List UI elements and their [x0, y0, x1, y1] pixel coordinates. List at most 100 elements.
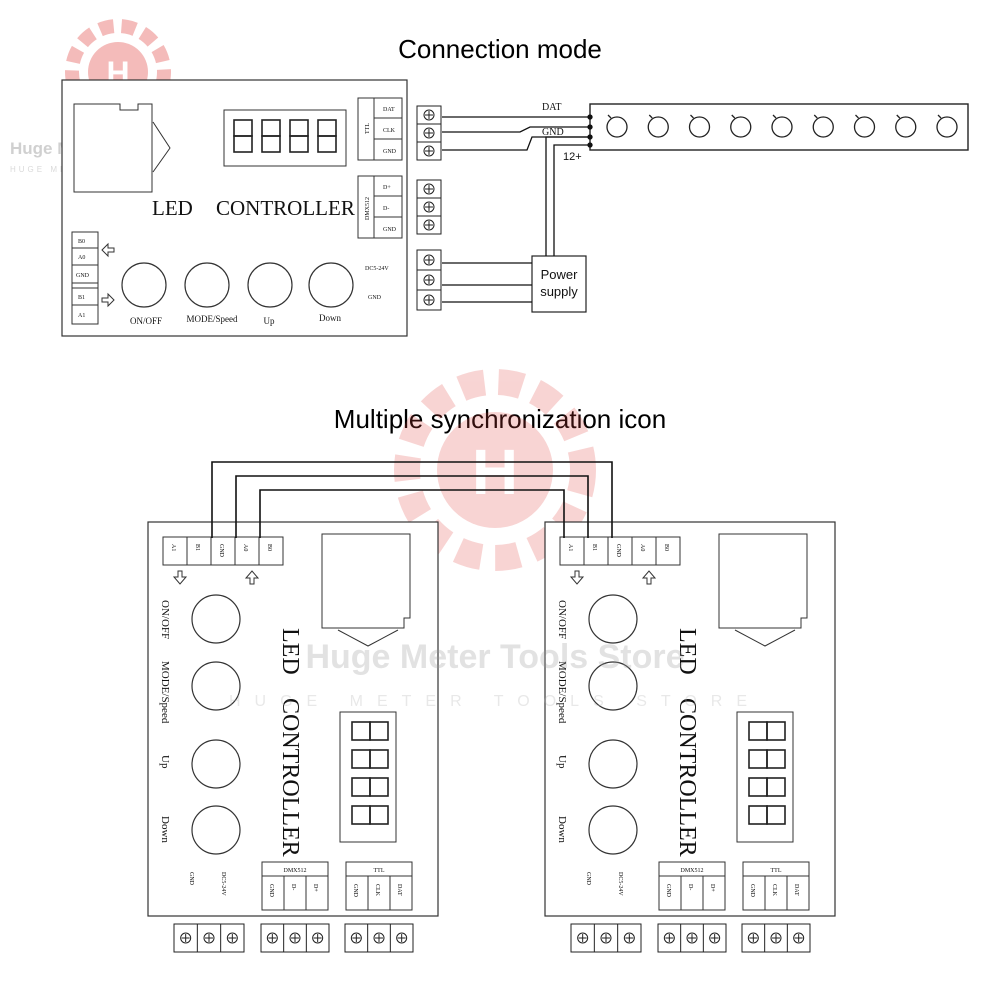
svg-text:GND: GND [383, 227, 397, 233]
top-dmx-terminal [416, 179, 442, 235]
svg-text:Up: Up [264, 316, 275, 326]
svg-text:ON/OFF: ON/OFF [130, 316, 162, 326]
left-ttl-terminal-screw-icon [350, 932, 362, 944]
strip-gnd-label: GND [542, 127, 564, 138]
right-dmx-terminal-screw-icon [663, 932, 675, 944]
top-ttl-terminal-screw-icon [423, 145, 435, 157]
strip-12v-label: 12+ [563, 151, 582, 163]
svg-text:B1: B1 [78, 295, 85, 301]
left-button-3 [191, 805, 241, 855]
svg-text:A1: A1 [170, 544, 176, 551]
top-dmx-terminal-screw-icon [423, 219, 435, 231]
right-ttl-terminal-screw-icon [770, 932, 782, 944]
left-ttl-terminal-screw-icon [396, 932, 408, 944]
connection-mode-title: Connection mode [398, 34, 602, 64]
right-dmx-terminal [657, 923, 727, 953]
svg-text:B0: B0 [78, 239, 85, 245]
svg-text:D+: D+ [312, 884, 318, 892]
strip-dat-label: DAT [542, 102, 561, 113]
led-bead-icon [771, 114, 793, 138]
arrow-down-icon [569, 570, 585, 585]
svg-text:D+: D+ [709, 884, 715, 892]
svg-text:GND: GND [368, 295, 382, 301]
svg-text:D+: D+ [383, 185, 391, 191]
left-sync-pin-header: A1 B1 GND A0 B0 [162, 536, 284, 566]
top-mode-button [184, 262, 230, 308]
svg-text:supply: supply [540, 284, 578, 299]
svg-text:ON/OFF: ON/OFF [556, 600, 568, 639]
left-power-terminal-screw-icon [180, 932, 192, 944]
svg-text:LED: LED [277, 628, 303, 675]
left-ttl-terminal-screw-icon [373, 932, 385, 944]
left-dmx-terminal [260, 923, 330, 953]
svg-text:TTL: TTL [365, 123, 371, 134]
left-dmx-terminal-screw-icon [289, 932, 301, 944]
right-ttl-terminal-screw-icon [793, 932, 805, 944]
left-button-2 [191, 739, 241, 789]
svg-text:CONTROLLER: CONTROLLER [277, 698, 303, 857]
right-power-terminal [570, 923, 642, 953]
right-ttl-terminal [741, 923, 811, 953]
led-bead-icon [688, 114, 711, 138]
top-down-button [308, 262, 354, 308]
svg-text:DC5-24V: DC5-24V [220, 872, 226, 896]
svg-text:Down: Down [159, 816, 171, 843]
svg-text:GND: GND [615, 544, 621, 558]
svg-text:B0: B0 [663, 544, 669, 551]
svg-text:GND: GND [76, 273, 90, 279]
top-dmx-terminal-screw-icon [423, 183, 435, 195]
left-dmx-terminal-screw-icon [266, 932, 278, 944]
led-bead-icon [647, 114, 669, 138]
top-power-terminal [416, 249, 442, 311]
led-bead-icon [853, 114, 876, 138]
right-dmx-terminal-screw-icon [709, 932, 721, 944]
svg-text:Down: Down [556, 816, 568, 843]
svg-text:CONTROLLER: CONTROLLER [674, 698, 700, 857]
svg-text:A0: A0 [639, 544, 645, 551]
svg-text:A0: A0 [242, 544, 248, 551]
svg-text:HUGE METER TOOLS STORE: HUGE METER TOOLS STORE [229, 693, 761, 710]
top-terminal-blocks [416, 105, 442, 311]
svg-text:H: H [472, 436, 518, 508]
svg-text:ON/OFF: ON/OFF [159, 600, 171, 639]
svg-text:LED: LED [674, 628, 700, 675]
right-button-1 [588, 661, 638, 711]
svg-text:DAT: DAT [396, 884, 402, 896]
svg-text:A1: A1 [567, 544, 573, 551]
svg-text:Up: Up [556, 755, 568, 769]
top-power-terminal-screw-icon [423, 274, 435, 286]
svg-text:CLK: CLK [383, 128, 396, 134]
svg-text:DC5-24V: DC5-24V [617, 872, 623, 896]
svg-text:CLK: CLK [771, 884, 777, 897]
svg-text:GND: GND [749, 884, 755, 898]
watermark-logo-center: H [394, 369, 596, 571]
top-controller-label: CONTROLLER [216, 196, 355, 220]
svg-text:B0: B0 [266, 544, 272, 551]
watermark-brand-center: Huge Meter Tools Store HUGE METER TOOLS … [229, 638, 761, 710]
svg-text:D-: D- [383, 206, 389, 212]
svg-text:GND: GND [188, 872, 194, 886]
svg-text:A0: A0 [78, 255, 85, 261]
svg-text:GND: GND [352, 884, 358, 898]
svg-text:DMX512: DMX512 [680, 868, 703, 874]
right-power-terminal-screw-icon [577, 932, 589, 944]
top-ttl-terminal-screw-icon [423, 127, 435, 139]
svg-text:B1: B1 [194, 544, 200, 551]
svg-text:MODE/Speed: MODE/Speed [159, 661, 171, 724]
svg-text:DAT: DAT [383, 107, 395, 113]
sync-title: Multiple synchronization icon [333, 404, 667, 434]
svg-text:GND: GND [665, 884, 671, 898]
right-button-2 [588, 739, 638, 789]
right-dmx-terminal-screw-icon [686, 932, 698, 944]
right-button-3 [588, 805, 638, 855]
right-button-0 [588, 594, 638, 644]
svg-text:DMX512: DMX512 [365, 197, 371, 220]
svg-text:GND: GND [218, 544, 224, 558]
svg-text:CLK: CLK [374, 884, 380, 897]
